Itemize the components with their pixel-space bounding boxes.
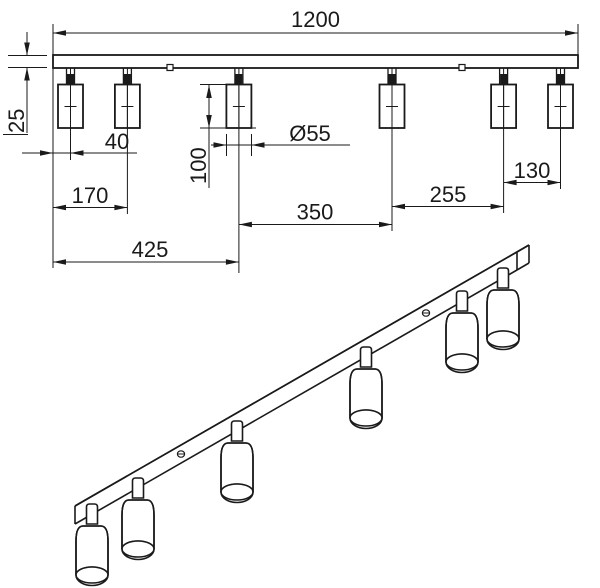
dim-100-spot-height: 100 <box>186 84 256 188</box>
screw-hole-2 <box>421 309 431 317</box>
bar-notch-2 <box>458 63 466 72</box>
spot-front-5 <box>490 68 518 129</box>
iso-spot-3 <box>220 420 254 504</box>
dim-170: 170 <box>53 183 128 211</box>
dim-label-100: 100 <box>186 147 211 184</box>
iso-bar-end-cap <box>516 244 530 271</box>
dim-label-130: 130 <box>514 158 551 183</box>
dim-label-350: 350 <box>297 200 334 225</box>
spot-heads-front <box>57 68 574 129</box>
iso-spot-2 <box>121 477 155 561</box>
spot-front-2 <box>114 68 141 129</box>
dim-40-end-offset: 40 <box>22 129 137 156</box>
extension-lines <box>52 24 579 273</box>
iso-view <box>74 244 530 587</box>
dim-label-25: 25 <box>4 109 29 133</box>
dim-label-1200: 1200 <box>291 7 340 32</box>
dim-25-bar-thickness: 25 <box>3 32 47 135</box>
iso-spot-1 <box>75 503 109 587</box>
dim-label-diameter-55: Ø55 <box>289 121 331 146</box>
spot-front-3 <box>225 68 253 129</box>
dim-label-40: 40 <box>105 129 129 154</box>
spot-front-4 <box>378 68 406 129</box>
spot-front-6 <box>547 68 574 129</box>
dim-425: 425 <box>53 237 239 265</box>
iso-spot-6 <box>486 267 520 351</box>
dim-350: 350 <box>238 200 392 228</box>
dim-label-425: 425 <box>132 237 169 262</box>
dim-130: 130 <box>503 158 561 186</box>
dim-label-255: 255 <box>430 182 467 207</box>
bar-notch-1 <box>166 63 174 72</box>
iso-bar <box>74 244 530 525</box>
screw-hole-1 <box>176 450 186 458</box>
mounting-bar <box>52 54 579 72</box>
dim-1200-total-length: 1200 <box>53 7 578 36</box>
iso-spot-4 <box>349 346 383 430</box>
spot-front-1 <box>57 68 84 129</box>
dim-label-170: 170 <box>72 183 109 208</box>
dim-255: 255 <box>392 182 504 210</box>
dim-55-spot-diameter: Ø55 <box>211 121 350 156</box>
front-view: 1200 25 40 170 <box>3 7 579 273</box>
iso-spot-5 <box>445 290 479 374</box>
